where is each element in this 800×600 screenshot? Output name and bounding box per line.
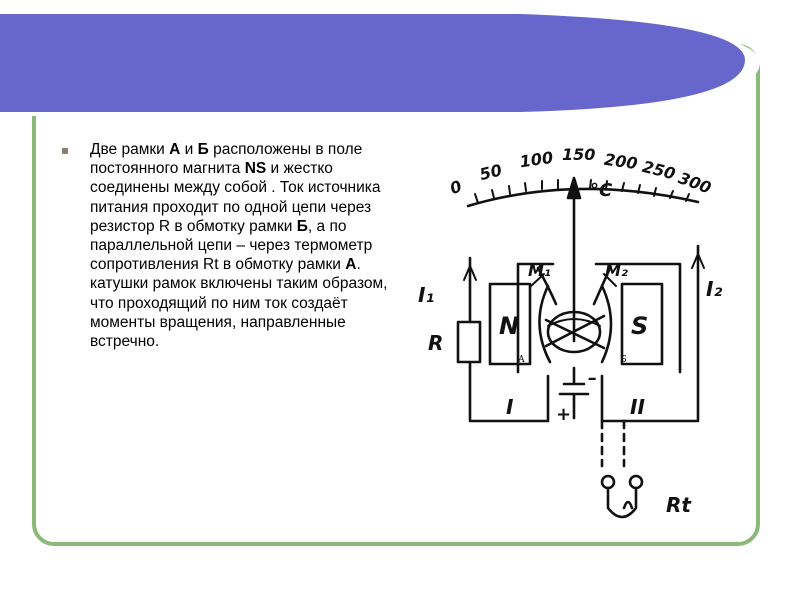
magnet-pole-n xyxy=(488,282,532,366)
label-frame-b: Б xyxy=(620,355,627,365)
bullet-marker xyxy=(62,148,68,154)
text-part: и xyxy=(180,141,198,158)
scale-label-300: 300 xyxy=(676,168,714,197)
text-part: и жестко соединены между собой . Ток ист… xyxy=(90,160,381,235)
scale-label-150: 150 xyxy=(562,145,595,164)
label-i2: I₂ xyxy=(706,277,722,301)
text-bold: Б xyxy=(296,217,308,235)
scale-label-200: 200 xyxy=(603,150,639,173)
text-part: , а по параллельной цепи – через термоме… xyxy=(90,217,373,274)
thermometer-rt xyxy=(606,486,638,519)
label-circuit-1: I xyxy=(506,395,514,419)
battery xyxy=(558,366,590,420)
rotor-frames xyxy=(546,310,602,354)
scale-arc xyxy=(466,187,700,208)
text-bold: Б xyxy=(197,141,209,158)
label-plus: + xyxy=(556,404,571,425)
label-n: N xyxy=(499,312,519,340)
circuit-right xyxy=(600,244,700,423)
title-banner xyxy=(0,14,760,116)
scale-ticks xyxy=(474,178,690,204)
slide-frame xyxy=(32,44,760,546)
label-frame-a: А xyxy=(518,355,525,365)
label-i1: I₁ xyxy=(418,283,434,307)
label-circuit-2: II xyxy=(630,395,645,419)
pointer-tip xyxy=(566,176,582,200)
label-minus: – xyxy=(588,368,597,389)
label-thermo: Rt xyxy=(666,493,692,517)
thermometer-lead xyxy=(600,419,626,468)
label-r: R xyxy=(428,331,443,355)
logometer-diagram: 0 50 100 150 200 250 300 °C N S M₁ M₂ I₁ xyxy=(418,145,722,519)
text-part: расположены в поле постоянного магнита xyxy=(90,141,363,178)
magnet-pole-s xyxy=(620,282,664,366)
text-part: Две рамки xyxy=(90,141,170,158)
text-bold: NS xyxy=(244,160,267,178)
magnet-yoke xyxy=(516,262,682,374)
resistor-r xyxy=(456,320,482,364)
label-m2: M₂ xyxy=(605,261,628,280)
text-part: . катушки рамок включены таким образом, … xyxy=(90,256,388,351)
scale-label-100: 100 xyxy=(519,148,555,171)
description-block: Две рамки А и Б расположены в поле посто… xyxy=(62,140,392,351)
text-bold: А xyxy=(345,256,357,274)
description-text: Две рамки А и Б расположены в поле посто… xyxy=(90,140,392,351)
scale-label-250: 250 xyxy=(640,157,677,184)
label-m1: M₁ xyxy=(528,261,551,280)
text-bold: А xyxy=(169,141,181,158)
label-s: S xyxy=(631,312,648,340)
scale-label-50: 50 xyxy=(478,160,504,184)
unit-label: °C xyxy=(590,180,613,201)
scale-label-0: 0 xyxy=(447,176,464,198)
